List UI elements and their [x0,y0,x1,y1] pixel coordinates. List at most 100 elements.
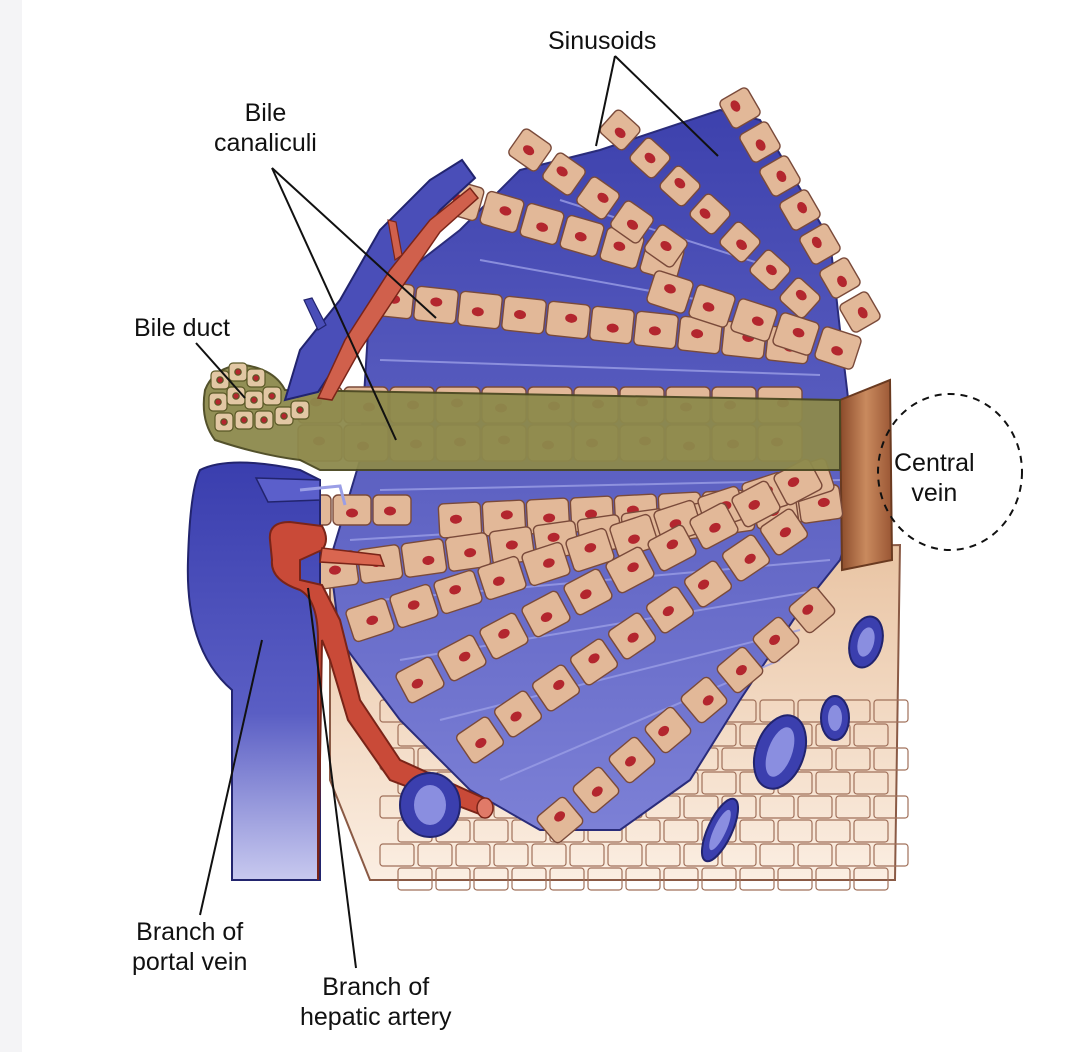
hepatocyte [389,583,439,629]
nucleus [795,289,807,301]
hepatocyte [395,656,445,704]
tissue-cell-outline [435,867,471,891]
hepatocyte [565,527,615,573]
tissue-cell-outline [815,771,851,795]
nucleus [252,374,260,382]
hepatocyte [839,291,881,333]
nucleus [553,679,565,690]
nucleus [817,497,830,507]
tissue-cell-outline [663,819,699,843]
hepatocyte [645,586,695,634]
tissue-cell-outline [797,795,833,819]
tissue-cell-outline [663,867,699,891]
nucleus [769,634,781,646]
hepatocyte [759,155,801,197]
tissue-cell-outline [873,843,909,867]
nucleus [280,412,288,420]
nucleus [260,416,268,424]
hepatocyte-plate [536,586,836,844]
label-portal-vein: Branch of portal vein [132,917,247,977]
upper-vessels [283,158,480,402]
tissue-cell-outline [721,843,757,867]
nucleus [588,653,600,664]
tissue-cell-outline [853,819,889,843]
tissue-cell-outline [835,843,871,867]
nucleus [792,328,805,338]
nucleus [658,725,670,737]
hepatocyte [752,616,800,664]
nucleus [755,139,766,151]
label-bile-duct: Bile duct [134,314,230,342]
tissue-cell-outline [835,747,871,771]
nucleus [625,756,636,767]
tissue-cell-outline [873,747,909,771]
tissue-cell-outline [873,795,909,819]
tissue-cell-outline [815,819,851,843]
label-hepatic-artery-line2: hepatic artery [300,1003,452,1031]
hepatocyte [437,501,483,539]
tissue-cell-outline [873,699,909,723]
nucleus [554,811,566,822]
tissue-cell-outline [645,843,681,867]
hepatocyte-plate [455,508,809,764]
nucleus [574,232,587,242]
nucleus [449,514,462,524]
hepatocyte-plate [599,109,821,319]
hepatocyte [559,214,605,258]
nucleus [464,548,477,558]
hepatocyte [576,176,620,220]
nucleus [606,323,619,333]
hepatocyte [508,128,552,172]
leader-bile-duct [195,342,246,399]
nucleus [407,600,420,610]
leader-hepatic-artery [307,587,357,969]
tissue-cell-outline [625,819,661,843]
hepatocyte [731,480,781,528]
hepatocyte [531,664,581,712]
hepatocyte [749,249,791,291]
nucleus [662,606,674,617]
label-portal-vein-line2: portal vein [132,948,248,976]
nucleus [422,555,435,565]
hepatocyte [477,555,527,601]
nucleus [614,127,626,139]
nucleus [296,406,304,414]
tissue-cell-outline [397,867,433,891]
hepatocyte [542,152,586,196]
nucleus [666,539,679,550]
nucleus [674,177,686,189]
nucleus [580,589,592,600]
hepatocyte [689,502,739,550]
nucleus [585,509,597,519]
hepatocyte [521,590,571,638]
nucleus [471,307,484,317]
hepatocyte [545,300,591,340]
tissue-cell-outline [473,867,509,891]
label-bile-canaliculi-line1: Bile [244,99,287,127]
hepatocyte [644,706,692,754]
tissue-cell-outline [569,843,605,867]
hepatocyte [437,634,487,682]
hepatocyte [481,499,527,537]
hepatocyte [759,508,809,556]
hepatocyte [719,221,761,263]
nucleus [766,264,777,276]
nucleus [346,508,358,518]
nucleus [751,316,764,326]
tissue-cell-outline [797,843,833,867]
hepatocyte [607,612,657,660]
hepatocyte [719,87,761,129]
hepatocyte [372,494,412,526]
nucleus [268,392,276,400]
hepatocyte [400,538,448,578]
nucleus [240,416,248,424]
central-vein-outline [877,393,1023,551]
hepatocyte [629,137,671,179]
tissue-cell-outline [853,723,889,747]
hepatocyte [659,165,701,207]
hepatocyte [599,109,641,151]
nucleus [458,651,471,662]
nucleus [776,170,787,183]
label-bile-canaliculi-line2: canaliculi [214,129,317,157]
nucleus [802,604,814,615]
